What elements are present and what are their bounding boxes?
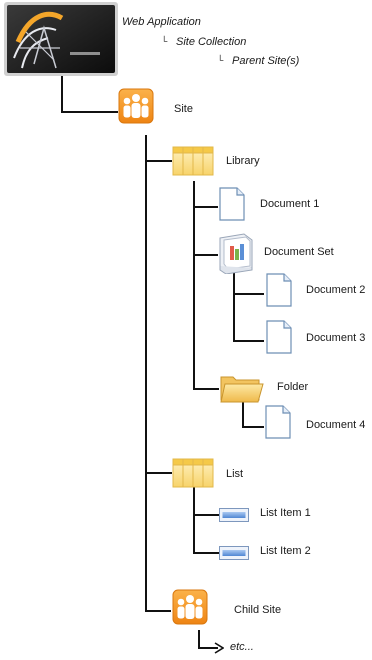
document-set-label: Document Set — [264, 246, 334, 258]
site-label: Site — [174, 103, 193, 115]
list-icon — [172, 458, 214, 488]
list-item-2-label: List Item 2 — [260, 545, 311, 557]
list-item-1-label: List Item 1 — [260, 507, 311, 519]
folder-label: Folder — [277, 381, 309, 393]
site-people-icon — [172, 589, 208, 625]
hierarchy-glyph: └ — [217, 55, 224, 65]
document-3-label: Document 3 — [306, 332, 366, 344]
document-4-label: Document 4 — [306, 419, 366, 431]
web-application-label: Web Application — [122, 16, 201, 28]
list-label: List — [226, 468, 244, 480]
site-people-icon — [118, 88, 154, 124]
list-item-icon — [219, 546, 249, 560]
site-collection-label: Site Collection — [176, 36, 247, 48]
library-icon — [172, 146, 214, 176]
etc-label: etc... — [230, 641, 254, 653]
document-icon — [218, 187, 246, 221]
document-icon — [265, 320, 293, 354]
parent-sites-label: Parent Site(s) — [232, 55, 300, 67]
document-set-icon — [216, 232, 256, 274]
document-icon — [265, 273, 293, 307]
document-1-label: Document 1 — [260, 198, 320, 210]
library-label: Library — [226, 155, 260, 167]
document-2-label: Document 2 — [306, 284, 366, 296]
hierarchy-glyph: └ — [161, 36, 168, 46]
folder-icon — [219, 372, 265, 404]
sharepoint-logo-icon — [4, 2, 118, 76]
document-icon — [264, 405, 292, 439]
child-site-label: Child Site — [234, 604, 282, 616]
list-item-icon — [219, 508, 249, 522]
